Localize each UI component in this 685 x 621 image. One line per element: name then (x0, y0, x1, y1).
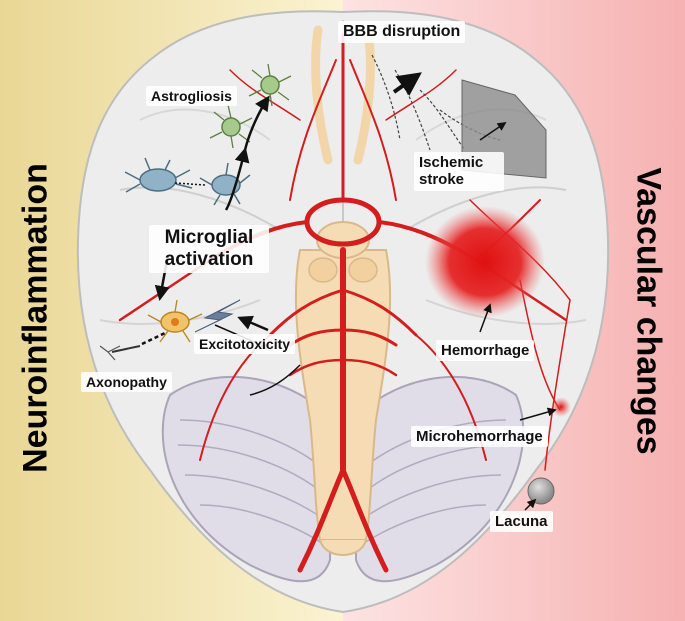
lightning-icon (194, 299, 241, 333)
astrocyte-cell-2 (248, 63, 292, 107)
microhemorrhage-spot (551, 397, 571, 417)
vascular-changes-title: Vascular changes (629, 167, 668, 455)
microhemorrhage-label: Microhemorrhage (411, 426, 548, 448)
microglia-cell-left (124, 157, 193, 193)
olfactory-tracts (311, 25, 375, 165)
activated-microglia-cell (147, 299, 203, 343)
neuroinflammation-title: Neuroinflammation (16, 163, 55, 473)
lacuna-label: Lacuna (490, 511, 553, 533)
arrow-microglia-to-astro (224, 147, 250, 211)
axonopathy-label: Axonopathy (81, 372, 172, 393)
hemorrhage-label: Hemorrhage (436, 340, 535, 362)
hemorrhage-area (425, 206, 545, 318)
axon-neuron (99, 331, 166, 361)
bbb-arrow (392, 72, 422, 96)
excitotoxicity-label: Excitotoxicity (194, 334, 296, 355)
lacuna-spot (527, 477, 555, 505)
ischemic-stroke-label: Ischemic stroke (414, 152, 504, 191)
microglial-activation-label: Microglial activation (149, 225, 269, 273)
bbb-disruption-label: BBB disruption (338, 21, 466, 44)
astrogliosis-label: Astrogliosis (146, 86, 237, 107)
astrocyte-cell-1 (209, 104, 253, 149)
